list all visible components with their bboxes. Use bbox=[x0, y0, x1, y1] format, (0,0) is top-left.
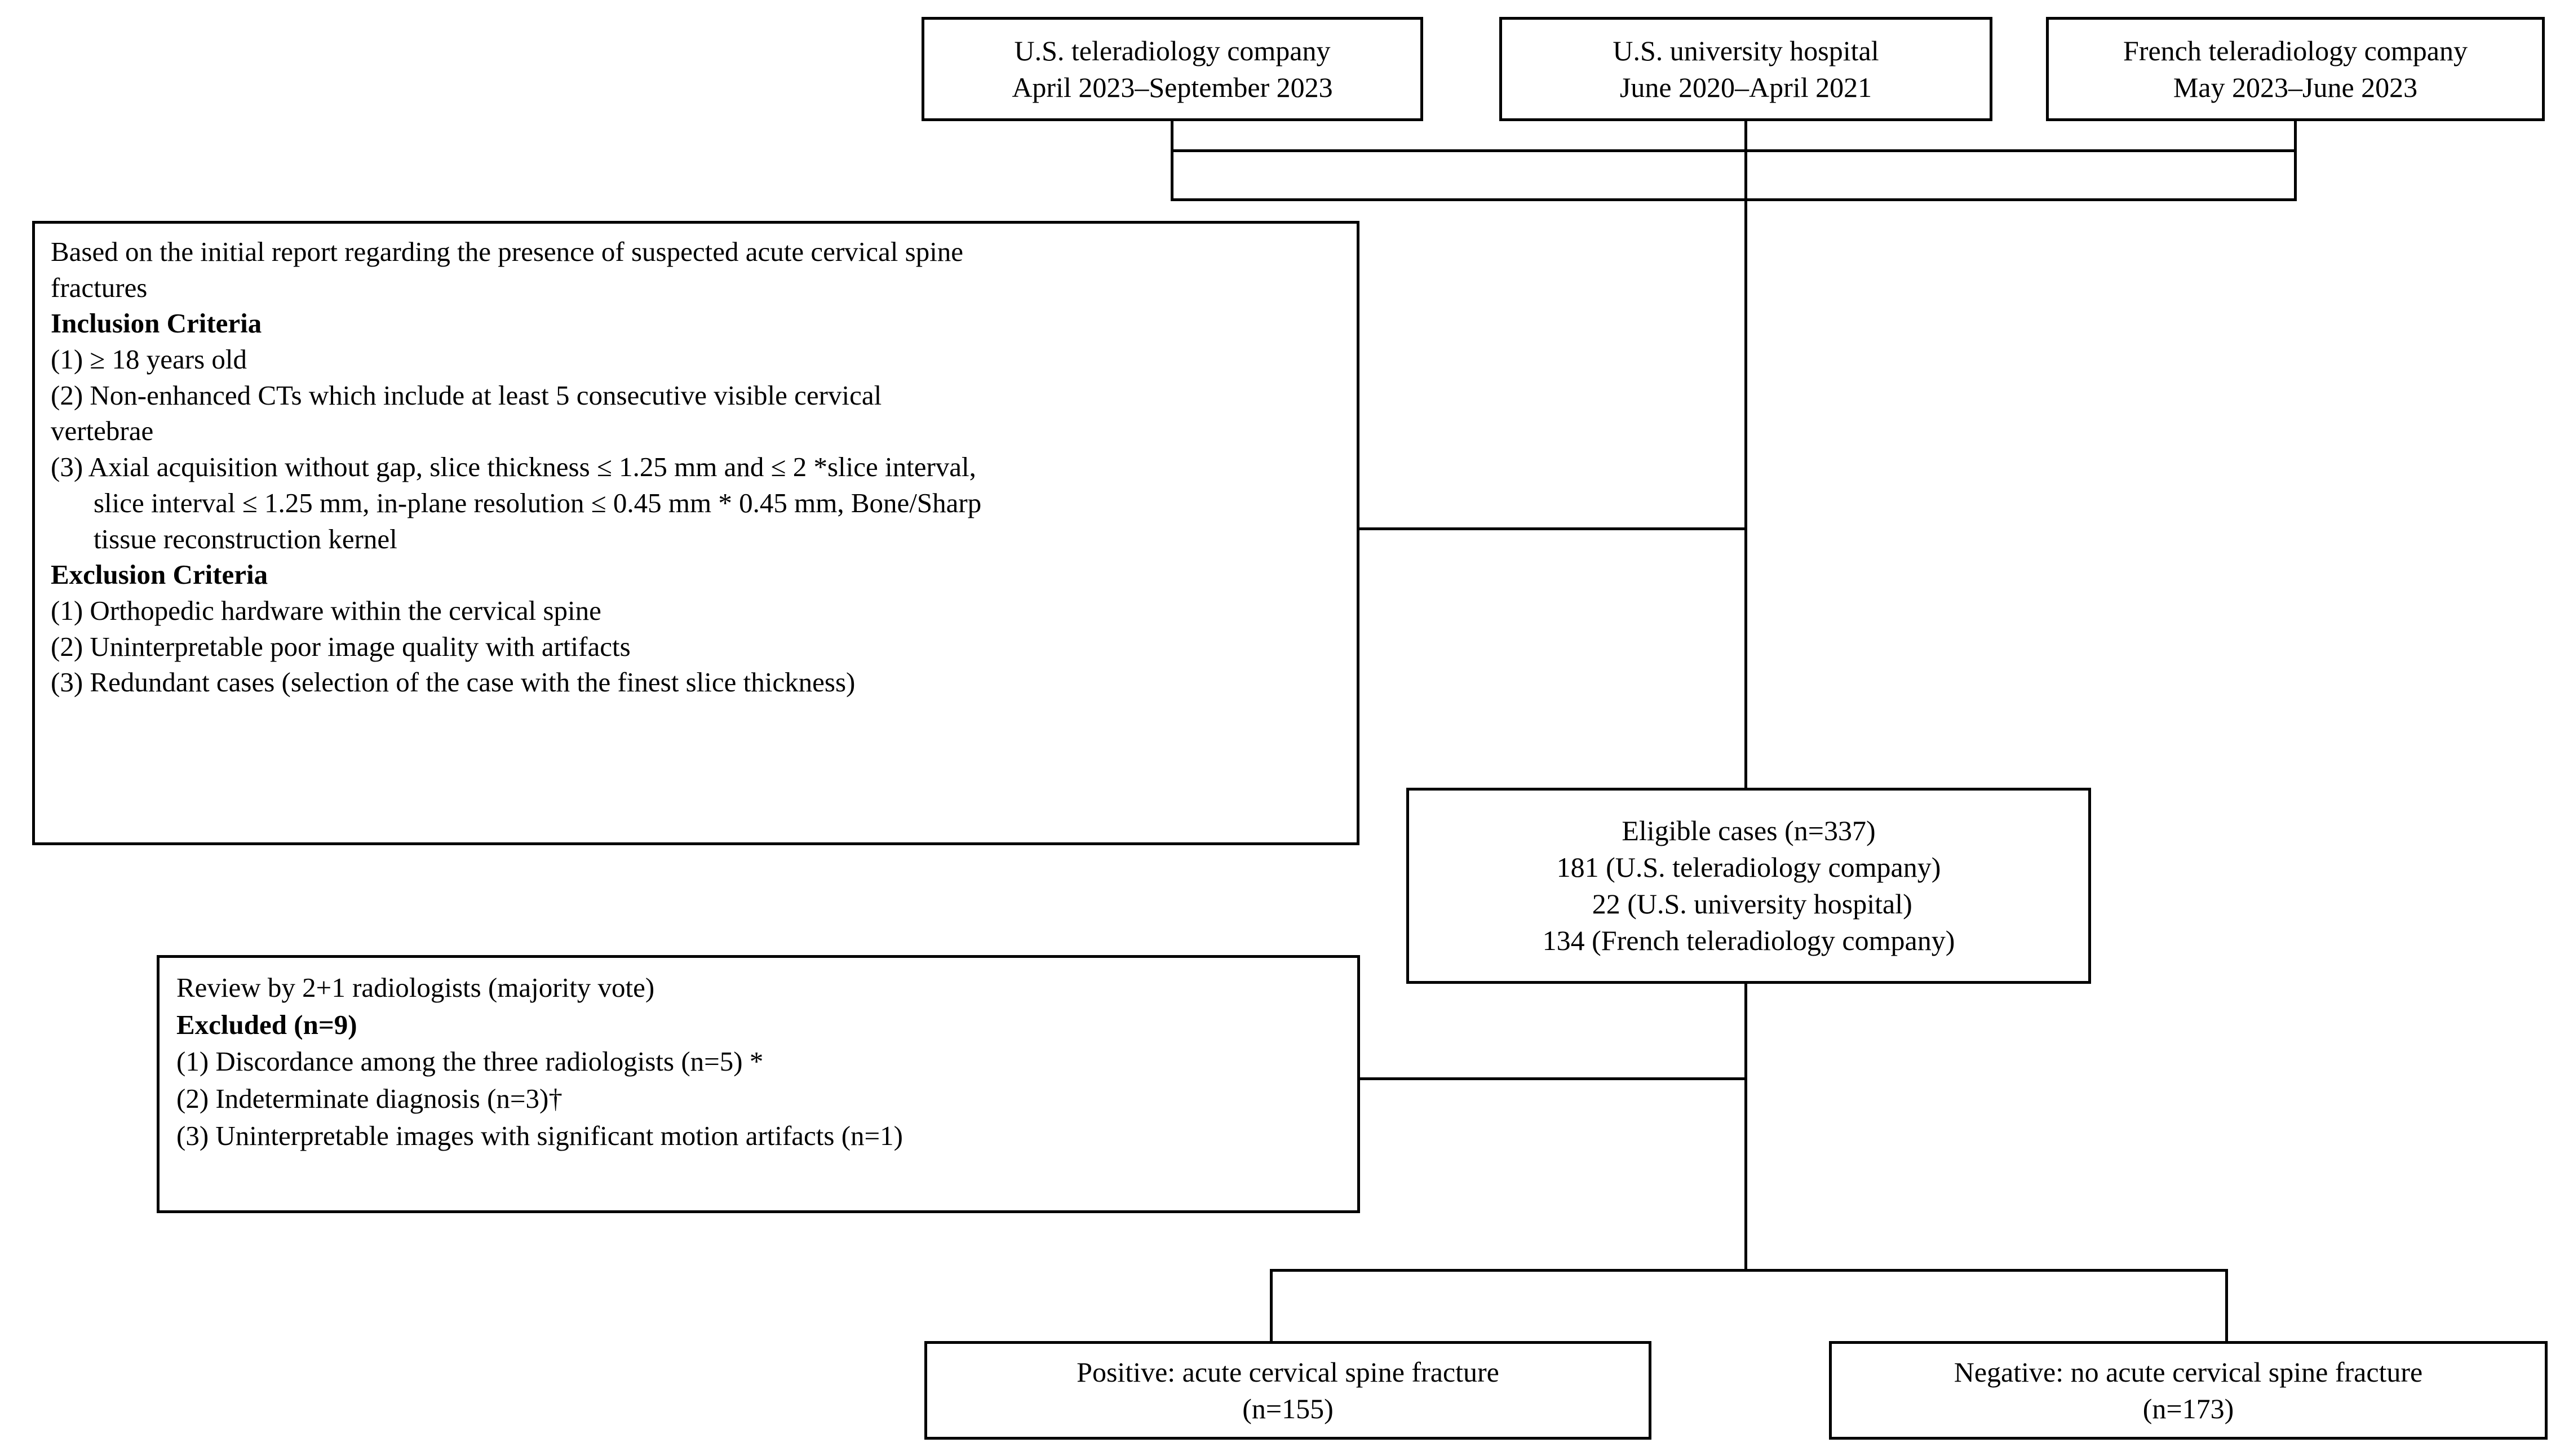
source-title-us-teleradiology: U.S. teleradiology company bbox=[1014, 34, 1331, 66]
review-excluded-box: Review by 2+1 radiologists (majority vot… bbox=[157, 955, 1360, 1213]
connector-split-right-drop bbox=[2225, 1269, 2228, 1344]
criteria-exclusion-item-3: (3) Redundant cases (selection of the ca… bbox=[51, 667, 856, 698]
criteria-exclusion-item-2: (2) Uninterpretable poor image quality w… bbox=[51, 631, 631, 662]
criteria-intro-line1: Based on the initial report regarding th… bbox=[51, 236, 964, 267]
review-excluded-item-2: (2) Indeterminate diagnosis (n=3)† bbox=[176, 1082, 563, 1114]
review-excluded-item-3: (3) Uninterpretable images with signific… bbox=[176, 1120, 903, 1151]
criteria-inclusion-item-3: (3) Axial acquisition without gap, slice… bbox=[51, 451, 976, 483]
eligible-breakdown-french-teleradiology: 134 (French teleradiology company) bbox=[1542, 925, 1955, 956]
connector-source2-stub bbox=[1744, 121, 1747, 217]
outcome-box-negative: Negative: no acute cervical spine fractu… bbox=[1829, 1341, 2548, 1440]
source-period-us-university-hospital: June 2020‒April 2021 bbox=[1619, 71, 1872, 103]
criteria-inclusion-heading: Inclusion Criteria bbox=[51, 308, 262, 339]
eligible-total: Eligible cases (n=337) bbox=[1622, 815, 1876, 846]
connector-main-spine bbox=[1744, 198, 1747, 1271]
criteria-exclusion-item-1: (1) Orthopedic hardware within the cervi… bbox=[51, 594, 601, 626]
outcome-label-negative: Negative: no acute cervical spine fractu… bbox=[1954, 1356, 2423, 1388]
source-title-french-teleradiology: French teleradiology company bbox=[2123, 34, 2468, 66]
review-heading: Review by 2+1 radiologists (majority vot… bbox=[176, 972, 655, 1003]
criteria-inclusion-item-2-cont: vertebrae bbox=[51, 415, 154, 447]
connector-merge-right-drop bbox=[2294, 149, 2297, 200]
outcome-label-positive: Positive: acute cervical spine fracture bbox=[1077, 1356, 1499, 1388]
criteria-exclusion-heading: Exclusion Criteria bbox=[51, 559, 268, 591]
connector-merge-bar-right bbox=[1744, 149, 2297, 152]
criteria-intro-line2: fractures bbox=[51, 272, 148, 303]
source-box-us-university-hospital: U.S. university hospital June 2020‒April… bbox=[1499, 17, 1992, 121]
connector-main-bar bbox=[1171, 198, 2297, 201]
eligible-cases-box: Eligible cases (n=337) 181 (U.S. telerad… bbox=[1406, 788, 2091, 984]
source-period-french-teleradiology: May 2023‒June 2023 bbox=[2173, 71, 2418, 103]
connector-split-left-drop bbox=[1270, 1269, 1273, 1344]
connector-split-bar bbox=[1270, 1269, 2228, 1272]
source-title-us-university-hospital: U.S. university hospital bbox=[1613, 34, 1879, 66]
connector-merge-left-drop bbox=[1171, 149, 1173, 200]
connector-criteria-to-spine bbox=[1359, 527, 1747, 530]
criteria-inclusion-item-2: (2) Non-enhanced CTs which include at le… bbox=[51, 379, 882, 411]
criteria-box: Based on the initial report regarding th… bbox=[32, 221, 1359, 845]
source-box-us-teleradiology: U.S. teleradiology company April 2023‒Se… bbox=[922, 17, 1423, 121]
outcome-count-positive: (n=155) bbox=[1242, 1392, 1334, 1424]
connector-source1-stub bbox=[1171, 121, 1173, 152]
eligible-breakdown-us-university-hospital: 22 (U.S. university hospital) bbox=[1585, 888, 1912, 920]
source-box-french-teleradiology: French teleradiology company May 2023‒Ju… bbox=[2046, 17, 2545, 121]
outcome-count-negative: (n=173) bbox=[2142, 1392, 2234, 1424]
eligible-breakdown-us-teleradiology: 181 (U.S. teleradiology company) bbox=[1556, 851, 1941, 883]
connector-review-to-spine bbox=[1360, 1077, 1747, 1080]
connector-source3-stub bbox=[2294, 121, 2297, 152]
connector-merge-bar-left bbox=[1171, 149, 1747, 152]
outcome-box-positive: Positive: acute cervical spine fracture … bbox=[924, 1341, 1651, 1440]
criteria-inclusion-item-1: (1) ≥ 18 years old bbox=[51, 344, 247, 375]
criteria-inclusion-item-3-cont-b: tissue reconstruction kernel bbox=[93, 523, 397, 554]
criteria-inclusion-item-3-cont-a: slice interval ≤ 1.25 mm, in-plane resol… bbox=[93, 487, 982, 518]
source-period-us-teleradiology: April 2023‒September 2023 bbox=[1012, 71, 1333, 103]
review-excluded-item-1: (1) Discordance among the three radiolog… bbox=[176, 1046, 764, 1077]
review-excluded-heading: Excluded (n=9) bbox=[176, 1009, 357, 1040]
